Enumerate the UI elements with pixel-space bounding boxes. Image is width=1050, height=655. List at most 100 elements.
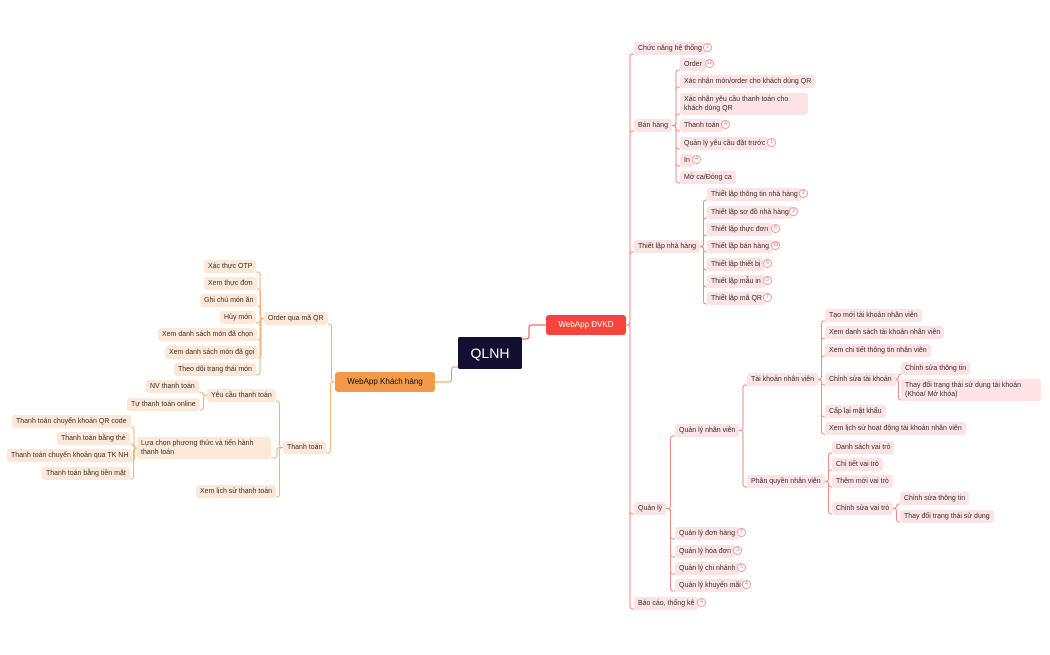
node-ban-hang[interactable]: Bán hàng [634, 119, 672, 132]
count-badge: 4 [721, 120, 730, 129]
connector-line [666, 508, 675, 592]
count-badge: 7 [737, 528, 746, 537]
connector-line [276, 400, 283, 448]
node-thiet-lap-nha-hang[interactable]: Thiết lập nhà hàng [634, 240, 700, 253]
node-thiet-lap-thuc-don[interactable]: Thiết lập thực đơn [707, 223, 773, 236]
node-nv-thanh-toan[interactable]: NV thanh toán [146, 380, 199, 393]
node-chi-tiet-vai-tro[interactable]: Chi tiết vai trò [832, 458, 883, 471]
connector-line [739, 430, 747, 488]
node-order[interactable]: Order [680, 58, 706, 71]
node-xem-ds-tai-khoan[interactable]: Xem danh sách tài khoản nhân viên [825, 326, 945, 339]
connector-line [818, 355, 825, 380]
node-xem-ds-mon-da-chon[interactable]: Xem danh sách món đã chọn [158, 328, 258, 341]
connector-line [895, 379, 902, 401]
count-badge: 6 [771, 224, 780, 233]
connector-line [672, 125, 680, 184]
node-xem-lich-su-thanh-toan[interactable]: Xem lịch sử thanh toán [196, 485, 277, 498]
node-xac-nhan-mon[interactable]: Xác nhận món/order cho khách dùng QR [680, 75, 816, 88]
connector-line [199, 391, 207, 396]
connector-line [626, 251, 634, 326]
count-badge: 6 [763, 259, 772, 268]
count-badge: 5 [737, 563, 746, 572]
connector-line [256, 318, 264, 376]
connector-line [130, 447, 137, 480]
node-them-moi-vai-tro[interactable]: Thêm mới vai trò [832, 475, 893, 488]
main-node-webapp-khach-hang[interactable]: WebApp Khách hàng [335, 372, 435, 392]
node-quan-ly-don-hang[interactable]: Quản lý đơn hàng [675, 527, 739, 540]
connector-line [825, 481, 832, 515]
node-xem-chi-tiet-nhan-vien[interactable]: Xem chi tiết thông tin nhân viên [825, 344, 931, 357]
node-thiet-lap-thiet-bi[interactable]: Thiết lập thiết bị [707, 258, 765, 271]
node-ghi-chu-mon-an[interactable]: Ghi chú món ăn [200, 294, 258, 307]
count-badge: 4 [742, 580, 751, 589]
node-lua-chon-phuong-thuc[interactable]: Lựa chọn phương thức và tiến hành thanh … [137, 437, 271, 459]
node-vt-chinh-sua-thong-tin[interactable]: Chỉnh sửa thông tin [900, 492, 970, 505]
node-quan-ly-chi-nhanh[interactable]: Quản lý chi nhánh [675, 562, 740, 575]
node-thiet-lap-mau-in[interactable]: Thiết lập mẫu in [707, 275, 765, 288]
node-thiet-lap-so-do[interactable]: Thiết lập sơ đồ nhà hàng [707, 206, 793, 219]
count-badge: 10 [771, 241, 780, 250]
connector-line [672, 113, 680, 126]
node-tai-khoan-nhan-vien[interactable]: Tài khoản nhân viên [747, 373, 819, 386]
node-tk-thay-doi-trang-thai[interactable]: Thay đổi trạng thái sử dụng tài khoản (K… [901, 379, 1041, 401]
connector-line [271, 447, 283, 459]
node-xem-lich-su-hoat-dong[interactable]: Xem lịch sử hoạt động tài khoản nhân viê… [825, 422, 966, 435]
connector-line [276, 447, 283, 498]
connector-line [666, 435, 675, 509]
node-phan-quyen-nhan-vien[interactable]: Phân quyền nhân viên [747, 475, 825, 488]
node-thiet-lap-ma-qr[interactable]: Thiết lập mã QR [707, 292, 766, 305]
node-quan-ly[interactable]: Quản lý [634, 502, 667, 515]
count-badge: 3 [763, 276, 772, 285]
count-badge: 1 [767, 138, 776, 147]
node-tt-bang-the[interactable]: Thanh toán bằng thẻ [57, 432, 130, 445]
node-vt-thay-doi-trang-thai[interactable]: Thay đổi trạng thái sử dụng [900, 510, 994, 523]
connector-line [435, 366, 468, 383]
node-quan-ly-dat-truoc[interactable]: Quản lý yêu cầu đặt trước [680, 137, 770, 150]
node-theo-doi-trang-thai-mon[interactable]: Theo dõi trạng thái món [174, 363, 256, 376]
count-badge: 4 [697, 598, 706, 607]
node-cap-lai-mat-khau[interactable]: Cấp lại mật khẩu [825, 405, 886, 418]
connector-line [257, 318, 265, 359]
connector-line [512, 324, 546, 340]
connector-line [328, 323, 335, 383]
node-thiet-lap-ban-hang[interactable]: Thiết lập bán hàng [707, 240, 773, 253]
node-tt-chuyen-khoan-tk-nh[interactable]: Thanh toán chuyển khoản qua TK NH [7, 449, 133, 462]
node-bao-cao-thong-ke[interactable]: Báo cáo, thống kê [634, 597, 699, 610]
node-thanh-toan[interactable]: Thanh toán [680, 119, 724, 132]
node-thanh-toan-kh[interactable]: Thanh toán [283, 441, 327, 454]
node-tt-chuyen-khoan-qr[interactable]: Thanh toán chuyển khoản QR code [12, 415, 131, 428]
count-badge: 3 [733, 546, 742, 555]
node-thiet-lap-thong-tin[interactable]: Thiết lập thông tin nhà hàng [707, 188, 802, 201]
connector-line [893, 508, 900, 523]
node-tao-moi-tai-khoan[interactable]: Tạo mới tài khoản nhân viên [825, 309, 922, 322]
node-quan-ly-hoa-don[interactable]: Quản lý hóa đơn [675, 545, 736, 558]
node-tu-thanh-toan-online[interactable]: Tự thanh toán online [127, 398, 200, 411]
node-danh-sach-vai-tro[interactable]: Danh sách vai trò [832, 441, 895, 454]
connector-line [626, 324, 634, 610]
root-node[interactable]: QLNH [458, 337, 522, 369]
node-chinh-sua-tai-khoan[interactable]: Chỉnh sửa tài khoản [825, 373, 896, 386]
node-quan-ly-nhan-vien[interactable]: Quản lý nhân viên [675, 424, 740, 437]
node-quan-ly-khuyen-mai[interactable]: Quản lý khuyến mãi [675, 579, 745, 592]
node-chinh-sua-vai-tro[interactable]: Chỉnh sửa vai trò [832, 502, 894, 515]
node-mo-ca[interactable]: Mở ca/Đóng ca [680, 171, 736, 184]
node-xac-thuc-otp[interactable]: Xác thực OTP [204, 260, 257, 273]
connector-line [825, 469, 832, 482]
node-yeu-cau-thanh-toan[interactable]: Yêu cầu thanh toán [207, 389, 276, 402]
node-tk-chinh-sua-thong-tin[interactable]: Chỉnh sửa thông tin [901, 362, 971, 375]
count-badge: 4 [692, 155, 701, 164]
count-badge: 3 [789, 207, 798, 216]
node-huy-mon[interactable]: Hủy món [220, 311, 257, 324]
node-order-qua-ma-qr[interactable]: Order qua mã QR [264, 312, 328, 325]
node-tt-tien-mat[interactable]: Thanh toán bằng tiền mặt [42, 467, 130, 480]
node-xem-thuc-don[interactable]: Xem thực đơn [204, 277, 257, 290]
count-badge: 12 [705, 59, 714, 68]
node-xac-nhan-thanh-toan[interactable]: Xác nhận yêu cầu thanh toán cho khách dù… [680, 93, 808, 115]
node-in[interactable]: In [680, 154, 694, 167]
connector-line [893, 503, 900, 509]
node-chuc-nang-he-thong[interactable]: Chức năng hệ thống [634, 42, 706, 55]
node-xem-ds-mon-da-goi[interactable]: Xem danh sách món đã gọi [165, 346, 259, 359]
main-node-webapp-dvkd[interactable]: WebApp ĐVKD [546, 315, 626, 335]
